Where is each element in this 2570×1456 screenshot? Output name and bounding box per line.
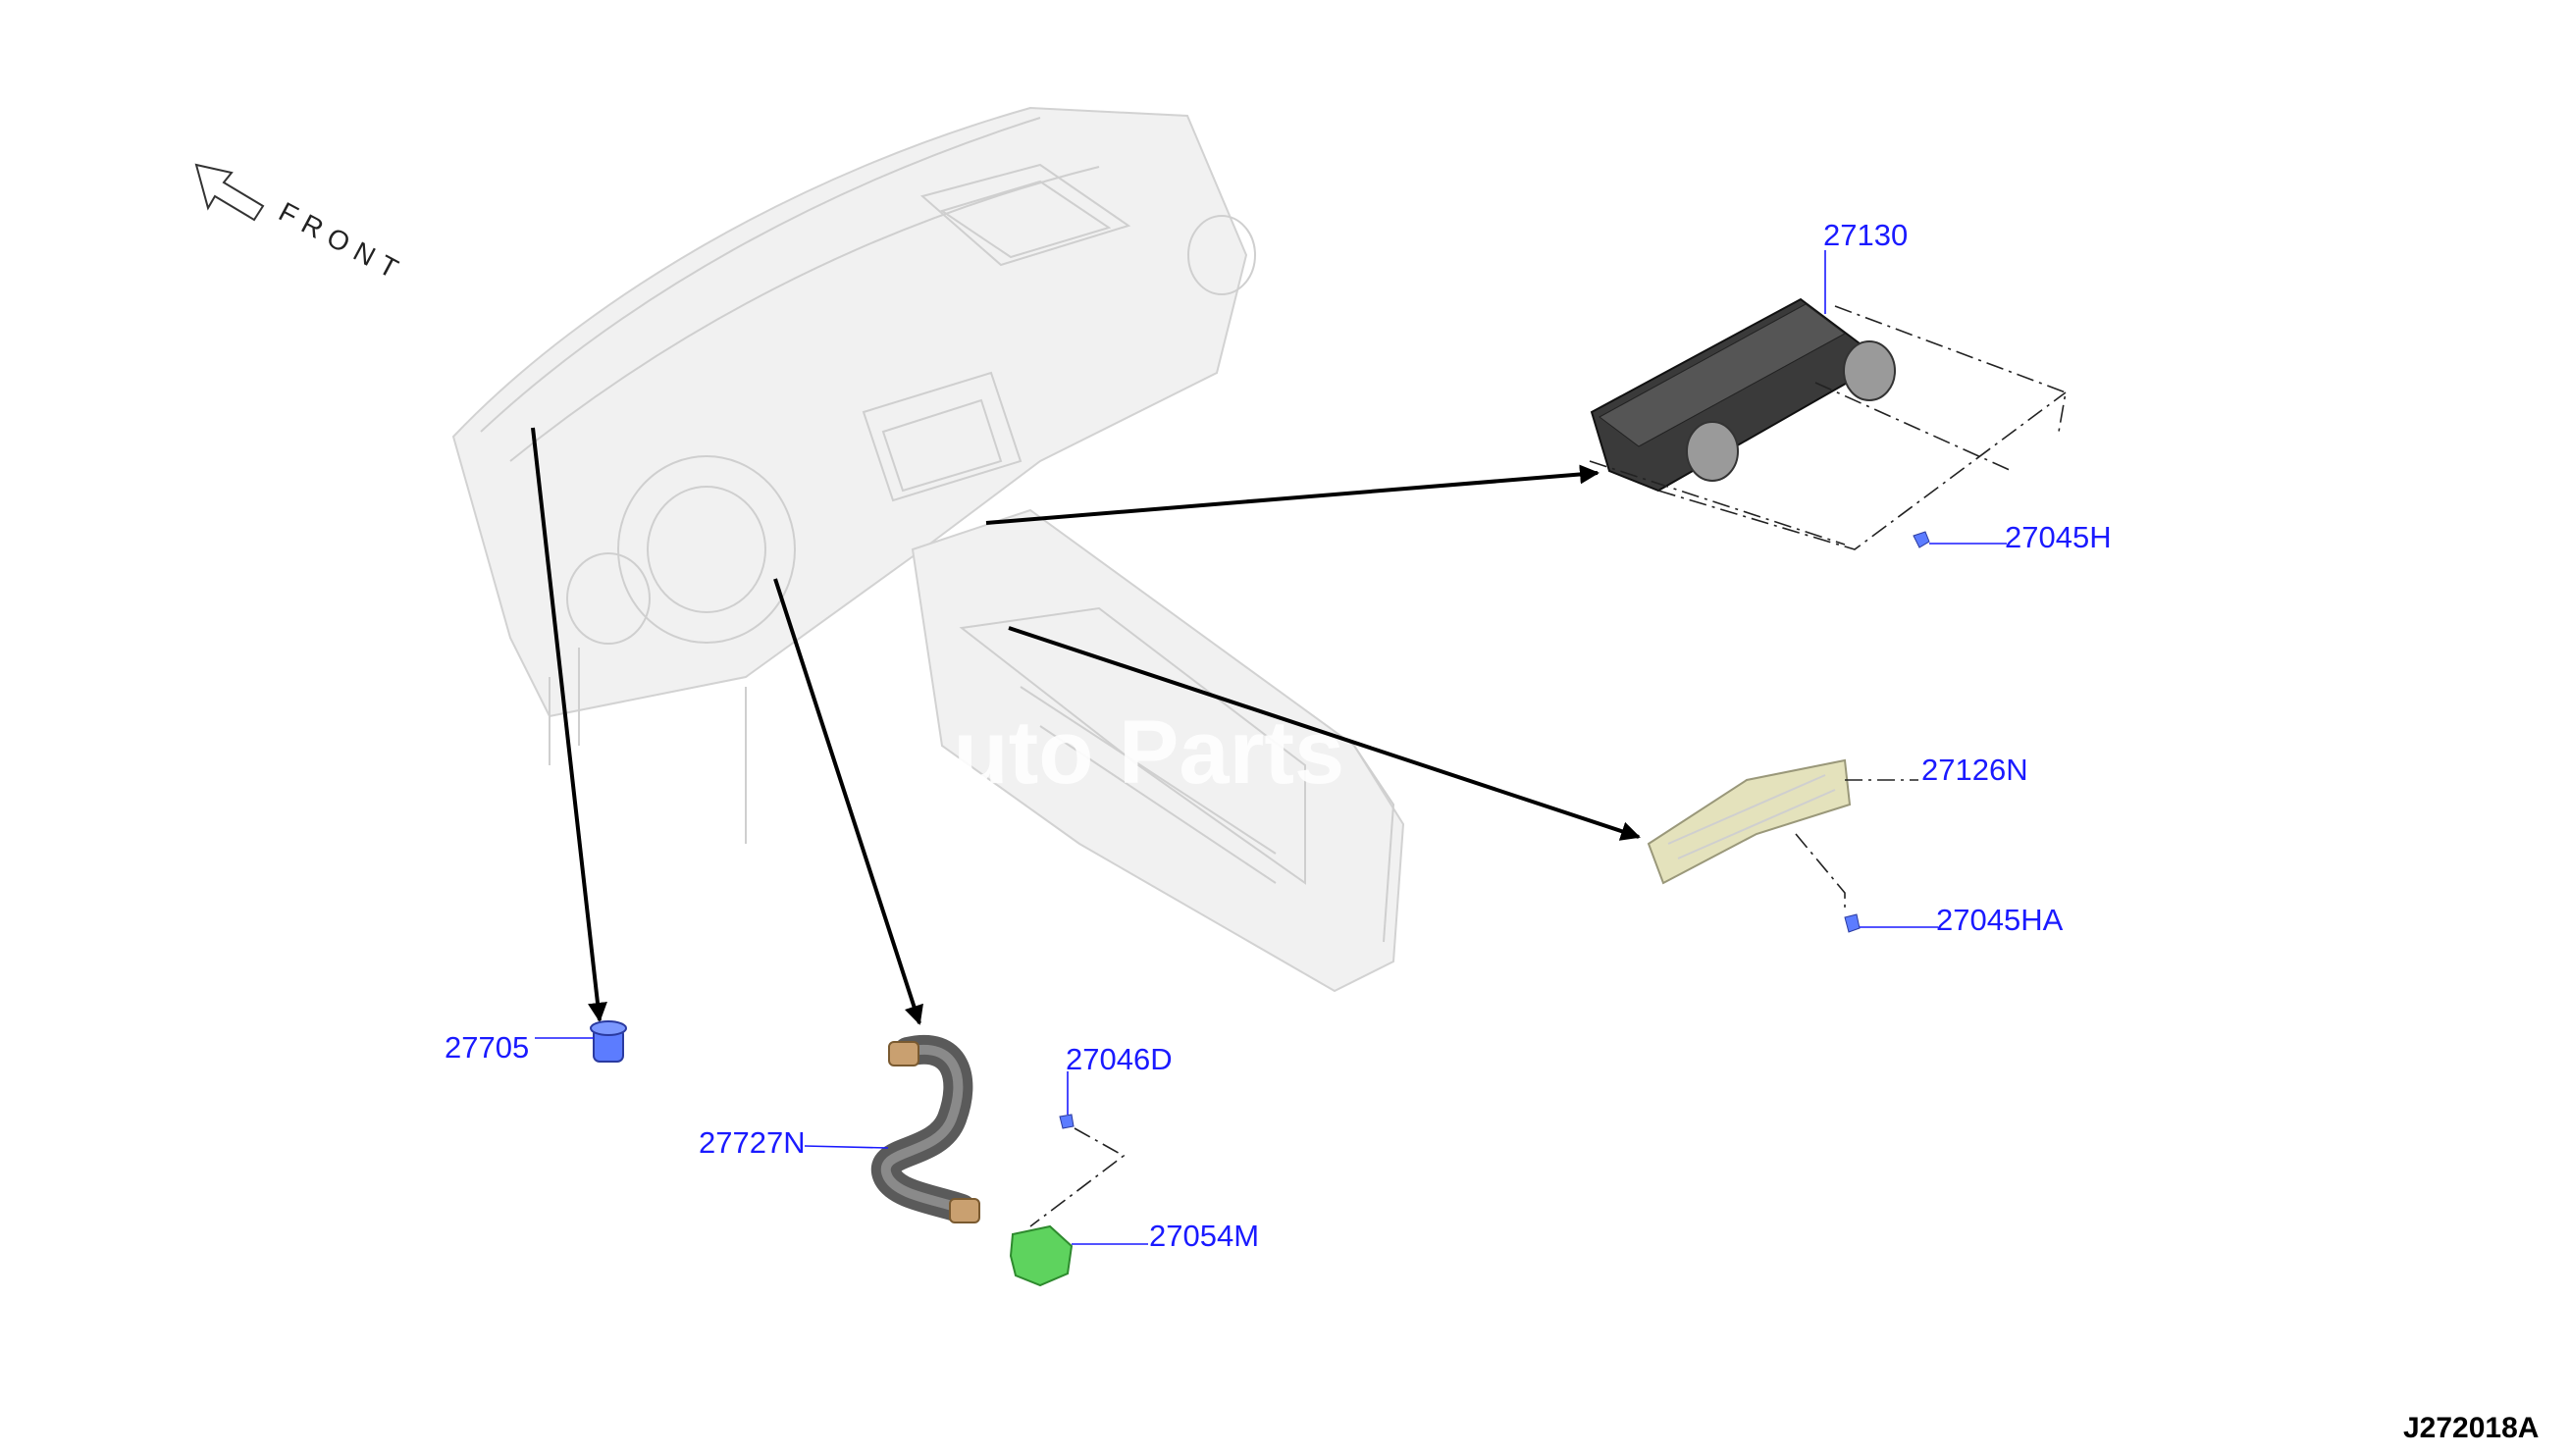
callout-27727N-label[interactable]: 27727N bbox=[699, 1125, 806, 1160]
front-indicator: FRONT bbox=[194, 163, 411, 288]
instrument-panel-ghost bbox=[451, 106, 1405, 993]
watermark-text: Auto Parts bbox=[888, 702, 1344, 803]
part-27130-control-unit[interactable] bbox=[1589, 297, 2067, 550]
callout-27045HA[interactable]: 27045HA bbox=[1860, 903, 2064, 937]
part-27126N-display-module[interactable] bbox=[1647, 758, 1918, 912]
callout-27046D-label[interactable]: 27046D bbox=[1066, 1042, 1173, 1076]
callout-27045H-label[interactable]: 27045H bbox=[2005, 520, 2112, 554]
callout-27705-label[interactable]: 27705 bbox=[445, 1030, 529, 1065]
callout-27046D[interactable]: 27046D bbox=[1066, 1042, 1173, 1115]
diagram-reference-code: J272018A bbox=[2403, 1412, 2539, 1444]
callout-27045H[interactable]: 27045H bbox=[1929, 520, 2112, 554]
front-arrow-icon bbox=[194, 163, 265, 222]
front-label: FRONT bbox=[274, 196, 410, 288]
callout-27045HA-label[interactable]: 27045HA bbox=[1936, 903, 2064, 937]
callout-27705[interactable]: 27705 bbox=[445, 1030, 594, 1065]
callout-27054M-label[interactable]: 27054M bbox=[1149, 1219, 1259, 1253]
part-27705-clip[interactable] bbox=[590, 1020, 627, 1063]
callout-27130-label[interactable]: 27130 bbox=[1823, 218, 1908, 252]
callout-27727N[interactable]: 27727N bbox=[699, 1125, 889, 1160]
part-27045H-screw[interactable] bbox=[1913, 531, 1930, 548]
part-27054M-sensor[interactable] bbox=[1009, 1127, 1126, 1287]
callout-27130[interactable]: 27130 bbox=[1823, 218, 1908, 314]
part-27727N-hose[interactable] bbox=[870, 1035, 980, 1223]
callout-27054M[interactable]: 27054M bbox=[1072, 1219, 1259, 1253]
reference-arrows bbox=[531, 427, 1641, 1025]
callout-27126N-label[interactable]: 27126N bbox=[1921, 753, 2028, 787]
callout-27126N[interactable]: 27126N bbox=[1921, 753, 2028, 787]
part-27045HA-screw[interactable] bbox=[1844, 913, 1861, 933]
part-27046D-screw[interactable] bbox=[1059, 1114, 1075, 1129]
